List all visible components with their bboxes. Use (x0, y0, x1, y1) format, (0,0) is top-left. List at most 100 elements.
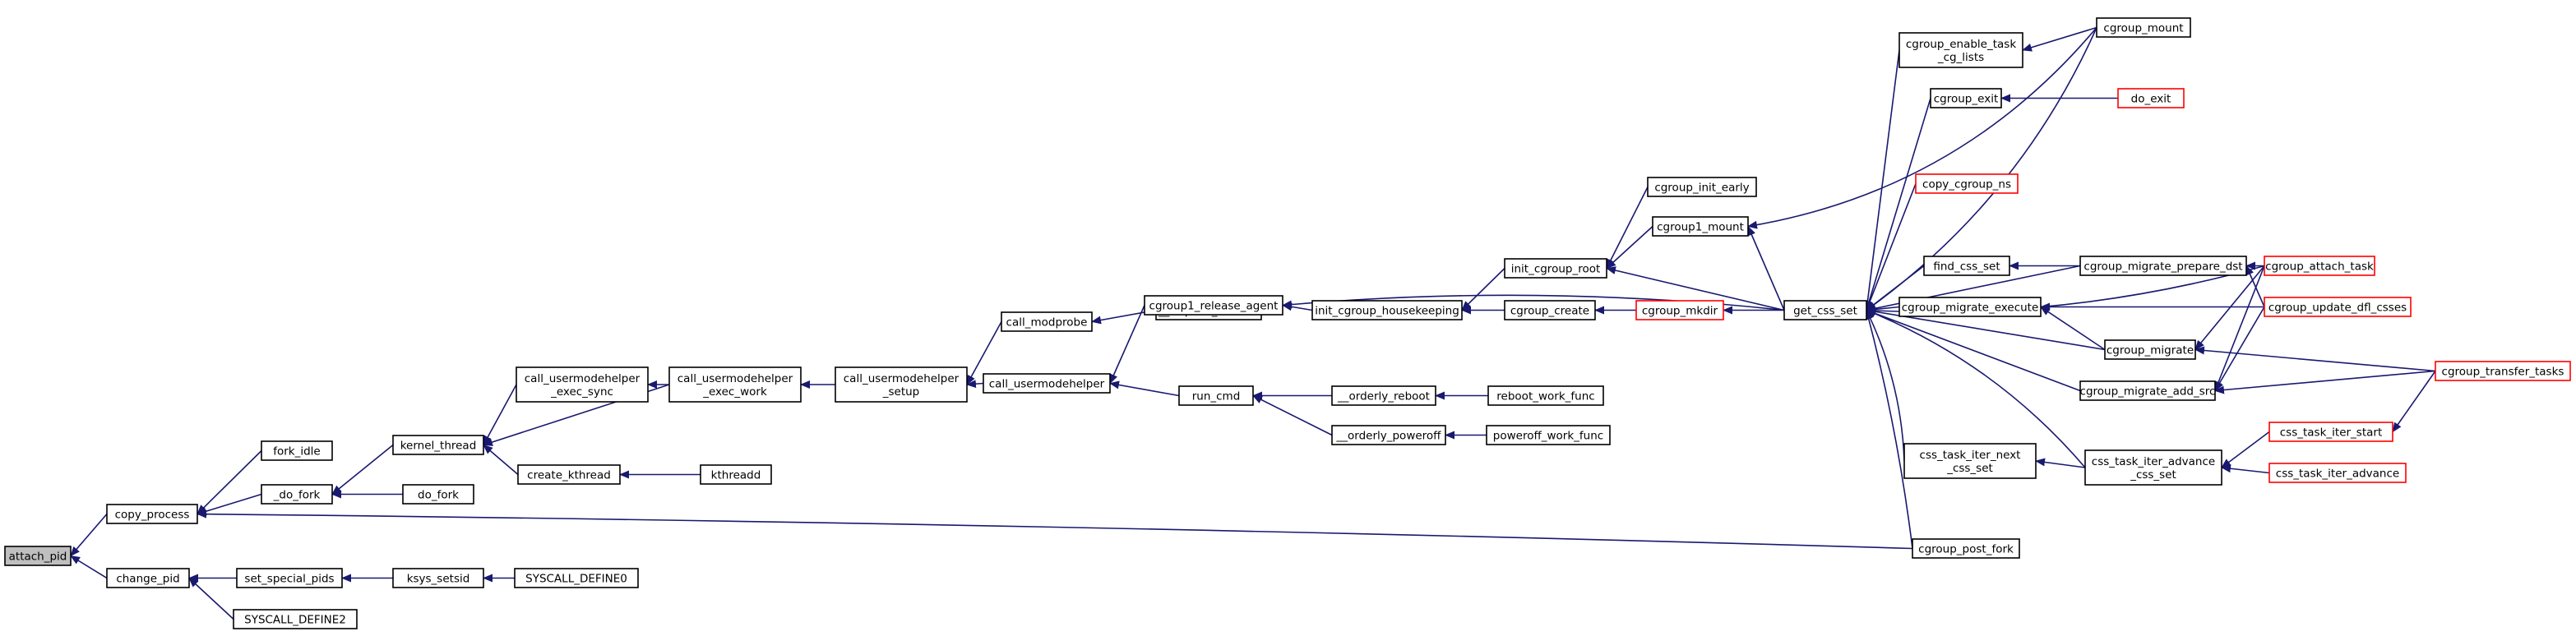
node-label: _css_set (2130, 468, 2176, 482)
node-find-css-set[interactable]: find_css_set (1923, 256, 2010, 276)
node-label: _exec_work (702, 385, 767, 399)
node-init-cgroup-housekeeping[interactable]: init_cgroup_housekeeping (1311, 300, 1463, 320)
node-label: call_usermodehelper (844, 372, 960, 385)
node-copy-cgroup-ns[interactable]: copy_cgroup_ns (1915, 173, 2019, 194)
node-do-fork[interactable]: do_fork (402, 484, 474, 505)
node-get-css-set[interactable]: get_css_set (1783, 300, 1867, 320)
node-syscall-define2[interactable]: SYSCALL_DEFINE2 (233, 609, 358, 629)
node-attach-pid[interactable]: attach_pid (4, 546, 72, 566)
node-cgroup-migrate-add-src[interactable]: cgroup_migrate_add_src (2079, 380, 2216, 401)
edge-cgroup-transfer-tasks-to-cgroup-migrate-add-src (2214, 370, 2436, 394)
node-create-kthread[interactable]: create_kthread (517, 464, 621, 485)
node-label: cgroup_migrate_prepare_dst (2083, 260, 2242, 274)
node-cgroup1-mount[interactable]: cgroup1_mount (1652, 216, 1749, 237)
node-orderly-reboot[interactable]: __orderly_reboot (1331, 385, 1436, 406)
node-box (517, 464, 621, 485)
node-reboot-work-func[interactable]: reboot_work_func (1487, 385, 1604, 406)
node-label: call_modprobe (1006, 316, 1088, 330)
node-box (392, 568, 484, 588)
edge-cgroup-mount-to-cgroup1-mount (1747, 26, 2097, 229)
node-label: cgroup_attach_task (2265, 260, 2374, 274)
node-label: cgroup_mount (2103, 22, 2183, 35)
node-label: cgroup_transfer_tasks (2442, 366, 2564, 379)
node-run-cmd[interactable]: run_cmd (1178, 385, 1254, 406)
node-box (1915, 173, 2019, 194)
node-cgroup-enable-task-cg-lists[interactable]: cgroup_enable_task_cg_lists (1898, 32, 2023, 68)
node-cgroup-init-early[interactable]: cgroup_init_early (1647, 177, 1757, 197)
node-call-modprobe[interactable]: call_modprobe (1001, 311, 1093, 332)
node-box (1647, 177, 1757, 197)
edge-cgroup-transfer-tasks-to-css-task-iter-start (2392, 371, 2436, 433)
node-box (106, 568, 190, 588)
node-call-usermodehelper-exec-work[interactable]: call_usermodehelper_exec_work (668, 366, 802, 403)
node-do-exit[interactable]: do_exit (2117, 88, 2185, 108)
node-box (106, 504, 198, 524)
node-css-task-iter-advance-css-set[interactable]: css_task_iter_advance_css_set (2084, 449, 2222, 486)
node-cgroup-migrate-prepare-dst[interactable]: cgroup_migrate_prepare_dst (2079, 256, 2247, 276)
node-change-pid[interactable]: change_pid (106, 568, 190, 588)
node-ksys-setsid[interactable]: ksys_setsid (392, 568, 484, 588)
node-label: change_pid (116, 573, 179, 586)
node-label: _css_set (1946, 462, 1993, 475)
node-cgroup-mkdir[interactable]: cgroup_mkdir (1635, 300, 1724, 320)
edge-init-cgroup-root-to-init-cgroup-housekeeping (1461, 267, 1505, 311)
node-cgroup-exit[interactable]: cgroup_exit (1930, 88, 2002, 108)
edge-copy-cgroup-ns-to-get-css-set (1866, 183, 1917, 311)
node-box (2104, 339, 2196, 360)
node-box (2084, 449, 2222, 486)
edge-cgroup-migrate-to-get-css-set (1866, 307, 2106, 351)
node-do-fork[interactable]: _do_fork (261, 484, 333, 505)
node-css-task-iter-next-css-set[interactable]: css_task_iter_next_css_set (1903, 443, 2037, 479)
edge-cgroup-update-dfl-csses-to-cgroup-migrate-add-src (2214, 306, 2265, 392)
node-label: copy_process (115, 509, 190, 522)
node-cgroup-update-dfl-csses[interactable]: cgroup_update_dfl_csses (2264, 297, 2412, 317)
node-cgroup-transfer-tasks[interactable]: cgroup_transfer_tasks (2435, 361, 2571, 381)
edge-cgroup-post-fork-to-get-css-set (1864, 309, 1913, 549)
node-set-special-pids[interactable]: set_special_pids (236, 568, 343, 588)
node-cgroup-mount[interactable]: cgroup_mount (2096, 17, 2191, 38)
node-label: do_exit (2131, 93, 2171, 106)
node-label: attach_pid (9, 551, 67, 564)
node-label: run_cmd (1192, 390, 1241, 403)
node-call-usermodehelper-setup[interactable]: call_usermodehelper_setup (835, 366, 968, 403)
edge-cgroup-update-dfl-csses-to-cgroup-migrate-prepare-dst (2245, 265, 2265, 307)
node-label: cgroup_migrate_add_src (2080, 385, 2216, 399)
node-box (402, 484, 474, 505)
node-fork-idle[interactable]: fork_idle (261, 440, 333, 461)
node-cgroup-post-fork[interactable]: cgroup_post_fork (1912, 538, 2020, 559)
edge-cgroup-migrate-to-cgroup-migrate-execute (2040, 306, 2106, 351)
edge-change-pid-to-attach-pid (70, 555, 108, 579)
node-box (1144, 295, 1283, 316)
node-cgroup-migrate[interactable]: cgroup_migrate (2104, 339, 2196, 360)
node-box (2079, 256, 2247, 276)
node-syscall-define0[interactable]: SYSCALL_DEFINE0 (514, 568, 639, 588)
node-label: kernel_thread (400, 440, 477, 453)
node-css-task-iter-advance[interactable]: css_task_iter_advance (2268, 463, 2407, 483)
node-call-usermodehelper[interactable]: call_usermodehelper (983, 373, 1111, 394)
node-label: css_task_iter_next (1920, 449, 2021, 462)
node-cgroup1-release-agent[interactable]: cgroup1_release_agent (1144, 295, 1283, 316)
node-orderly-poweroff[interactable]: __orderly_poweroff (1331, 425, 1446, 445)
edge-call-modprobe-to-call-usermodehelper-setup (966, 321, 1002, 385)
node-box (1635, 300, 1724, 320)
node-cgroup-attach-task[interactable]: cgroup_attach_task (2264, 256, 2375, 276)
node-cgroup-create[interactable]: cgroup_create (1504, 300, 1596, 320)
node-label: cgroup_mkdir (1642, 305, 1718, 318)
node-init-cgroup-root[interactable]: init_cgroup_root (1504, 258, 1607, 279)
edge-cgroup-post-fork-to-copy-process (197, 509, 1913, 550)
edge-cgroup-migrate-add-src-to-get-css-set (1866, 309, 2081, 392)
node-label: poweroff_work_func (1493, 430, 1603, 443)
edge-run-cmd-to-call-usermodehelper (1109, 380, 1180, 397)
edge-copy-process-to-attach-pid (70, 513, 108, 557)
node-label: set_special_pids (244, 573, 334, 586)
edge-css-task-iter-advance-css-set-to-css-task-iter-next-css-set (2035, 458, 2086, 468)
node-css-task-iter-start[interactable]: css_task_iter_start (2268, 422, 2393, 442)
node-copy-process[interactable]: copy_process (106, 504, 198, 524)
edge-css-task-iter-advance-css-set-to-get-css-set (1866, 309, 2086, 468)
node-call-usermodehelper-exec-sync[interactable]: call_usermodehelper_exec_sync (516, 366, 649, 403)
node-poweroff-work-func[interactable]: poweroff_work_func (1486, 425, 1611, 445)
node-cgroup-migrate-execute[interactable]: cgroup_migrate_execute (1898, 297, 2042, 317)
node-kernel-thread[interactable]: kernel_thread (392, 435, 484, 455)
node-label: call_usermodehelper (525, 372, 641, 385)
node-kthreadd[interactable]: kthreadd (700, 464, 772, 485)
